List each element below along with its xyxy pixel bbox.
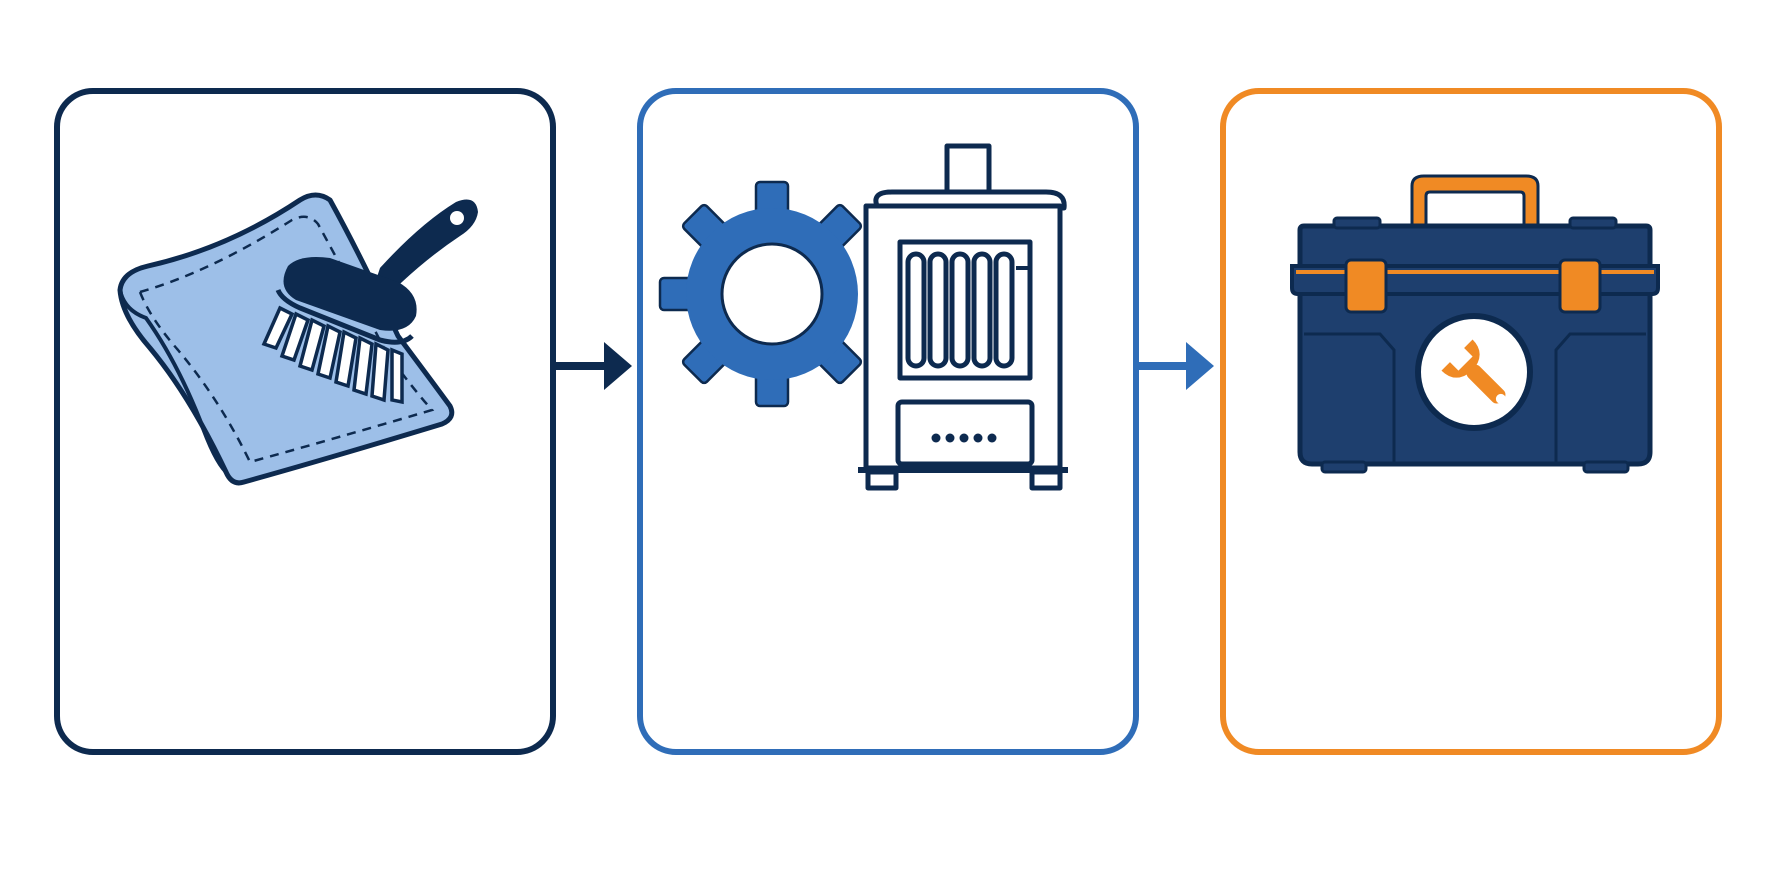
- machine-status-dots: [931, 433, 997, 443]
- toolbox-latch-left: [1344, 258, 1388, 314]
- gear-icon: [658, 180, 863, 408]
- radiator-machine-icon: [858, 143, 1068, 491]
- brush-block: [283, 257, 417, 331]
- gear-and-radiator-machine-icon: [658, 143, 1068, 491]
- toolbox-latch-right: [1558, 258, 1602, 314]
- brush-bristles: [261, 305, 404, 405]
- connector-arrow-1: [556, 342, 632, 390]
- connector-arrow-2: [1139, 342, 1214, 390]
- toolbox-wrench-icon: [1290, 174, 1660, 474]
- wrench-icon: [1441, 339, 1506, 404]
- cloth-and-brush-icon: [117, 192, 478, 486]
